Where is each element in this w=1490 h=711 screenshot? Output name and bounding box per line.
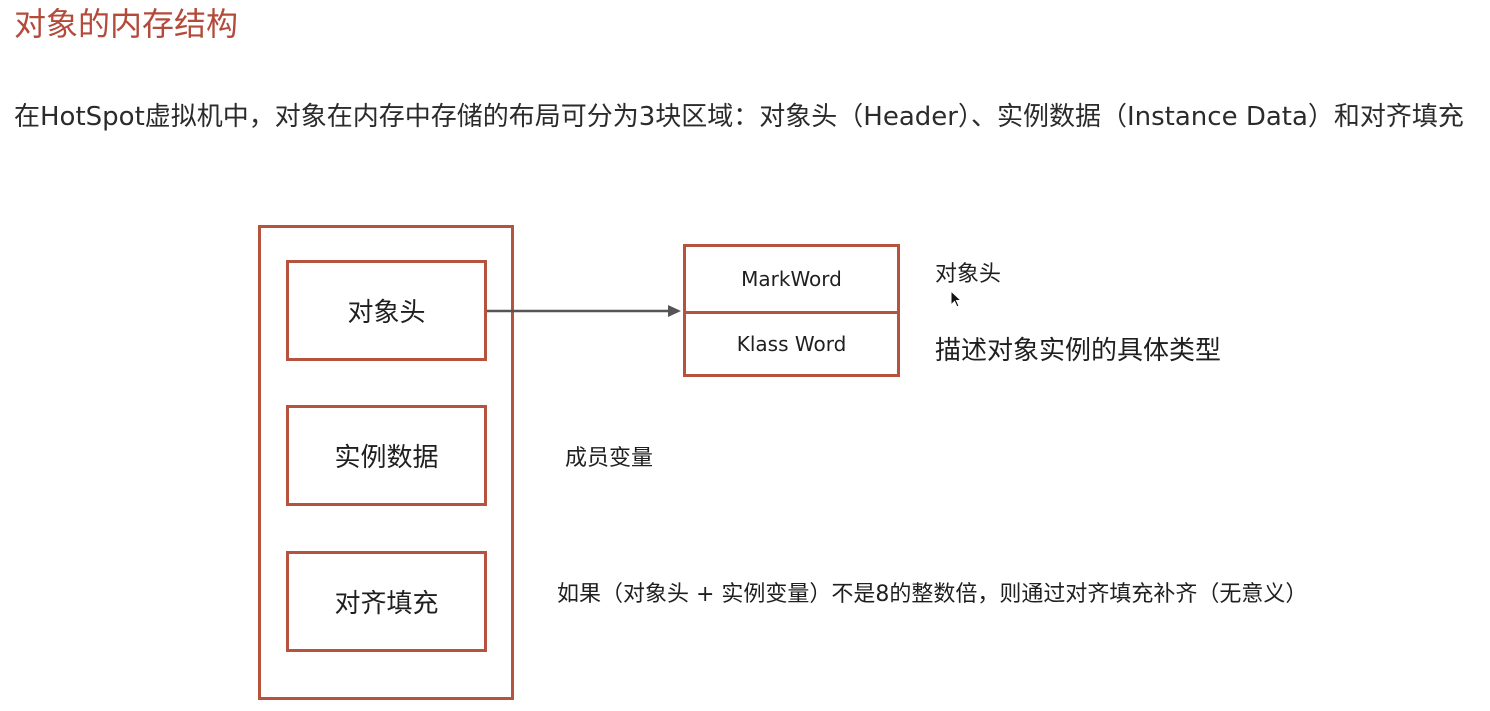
object-memory-box — [258, 225, 514, 700]
object-header-box: 对象头 — [286, 260, 487, 361]
intro-paragraph: 在HotSpot虚拟机中，对象在内存中存储的布局可分为3块区域：对象头（Head… — [14, 102, 1464, 132]
arrow-head — [668, 305, 681, 317]
mark-word-cell: MarkWord — [686, 247, 897, 314]
instance-data-box: 实例数据 — [286, 405, 487, 506]
klass-word-label: Klass Word — [736, 332, 847, 356]
header-structure-box: MarkWord Klass Word — [683, 244, 900, 377]
mark-word-note: 对象头 — [935, 262, 1002, 287]
padding-box: 对齐填充 — [286, 551, 487, 652]
mouse-pointer-icon — [950, 290, 963, 308]
instance-data-note: 成员变量 — [565, 446, 654, 471]
klass-word-note: 描述对象实例的具体类型 — [935, 336, 1222, 366]
padding-note: 如果（对象头 + 实例变量）不是8的整数倍，则通过对齐填充补齐（无意义） — [557, 582, 1308, 607]
padding-label: 对齐填充 — [334, 589, 439, 619]
object-header-label: 对象头 — [347, 298, 426, 328]
page-title: 对象的内存结构 — [14, 5, 239, 43]
mark-word-label: MarkWord — [741, 267, 842, 291]
instance-data-label: 实例数据 — [334, 443, 439, 473]
klass-word-cell: Klass Word — [686, 314, 897, 374]
